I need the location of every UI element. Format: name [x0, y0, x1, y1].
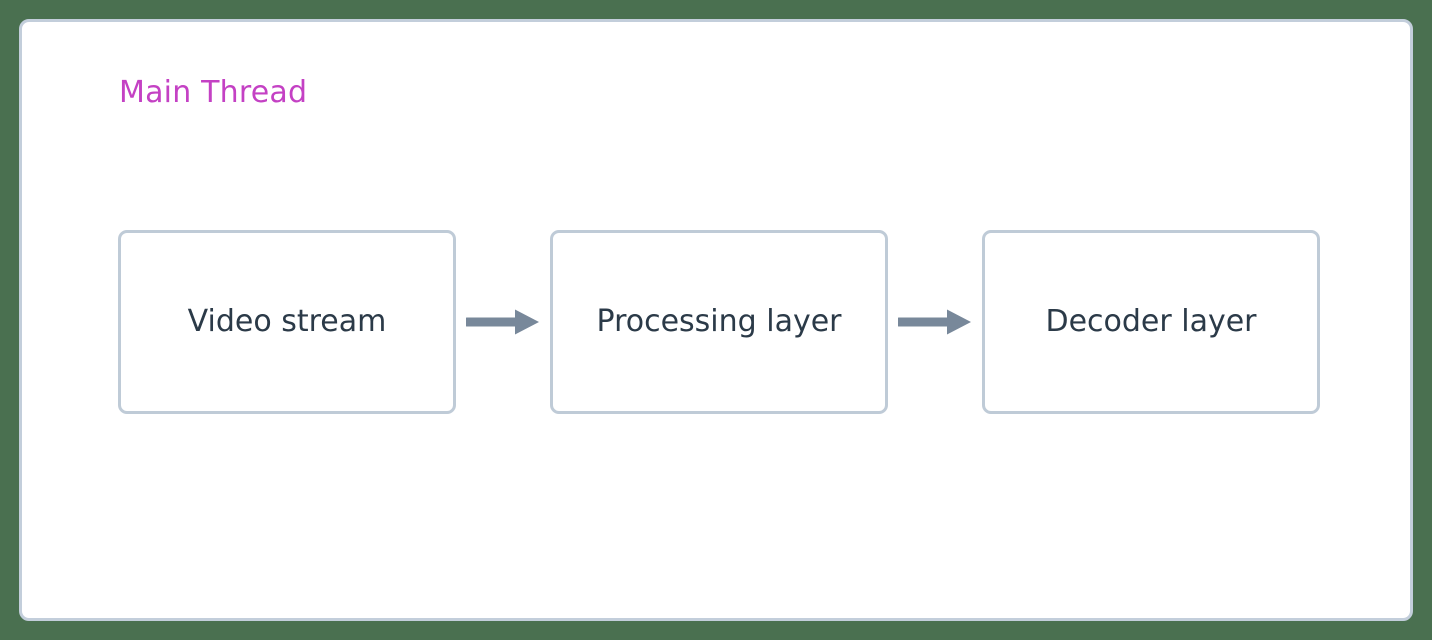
- cluster-title-main-thread: Main Thread: [119, 75, 308, 110]
- node-processing-layer[interactable]: Processing layer: [550, 230, 888, 414]
- edge-processing-to-decoder: [888, 307, 982, 337]
- node-video-stream[interactable]: Video stream: [118, 230, 456, 414]
- edge-video-to-processing: [456, 307, 550, 337]
- node-label-video-stream: Video stream: [187, 304, 387, 339]
- node-decoder-layer[interactable]: Decoder layer: [982, 230, 1320, 414]
- arrow-right-icon: [898, 309, 971, 335]
- node-label-processing-layer: Processing layer: [596, 304, 842, 339]
- node-label-decoder-layer: Decoder layer: [1045, 304, 1257, 339]
- arrow-right-icon: [466, 309, 539, 335]
- flow-row: Video stream Processing layer Decoder la…: [118, 230, 1320, 414]
- main-thread-cluster-panel: Main Thread Video stream Processing laye…: [19, 19, 1413, 621]
